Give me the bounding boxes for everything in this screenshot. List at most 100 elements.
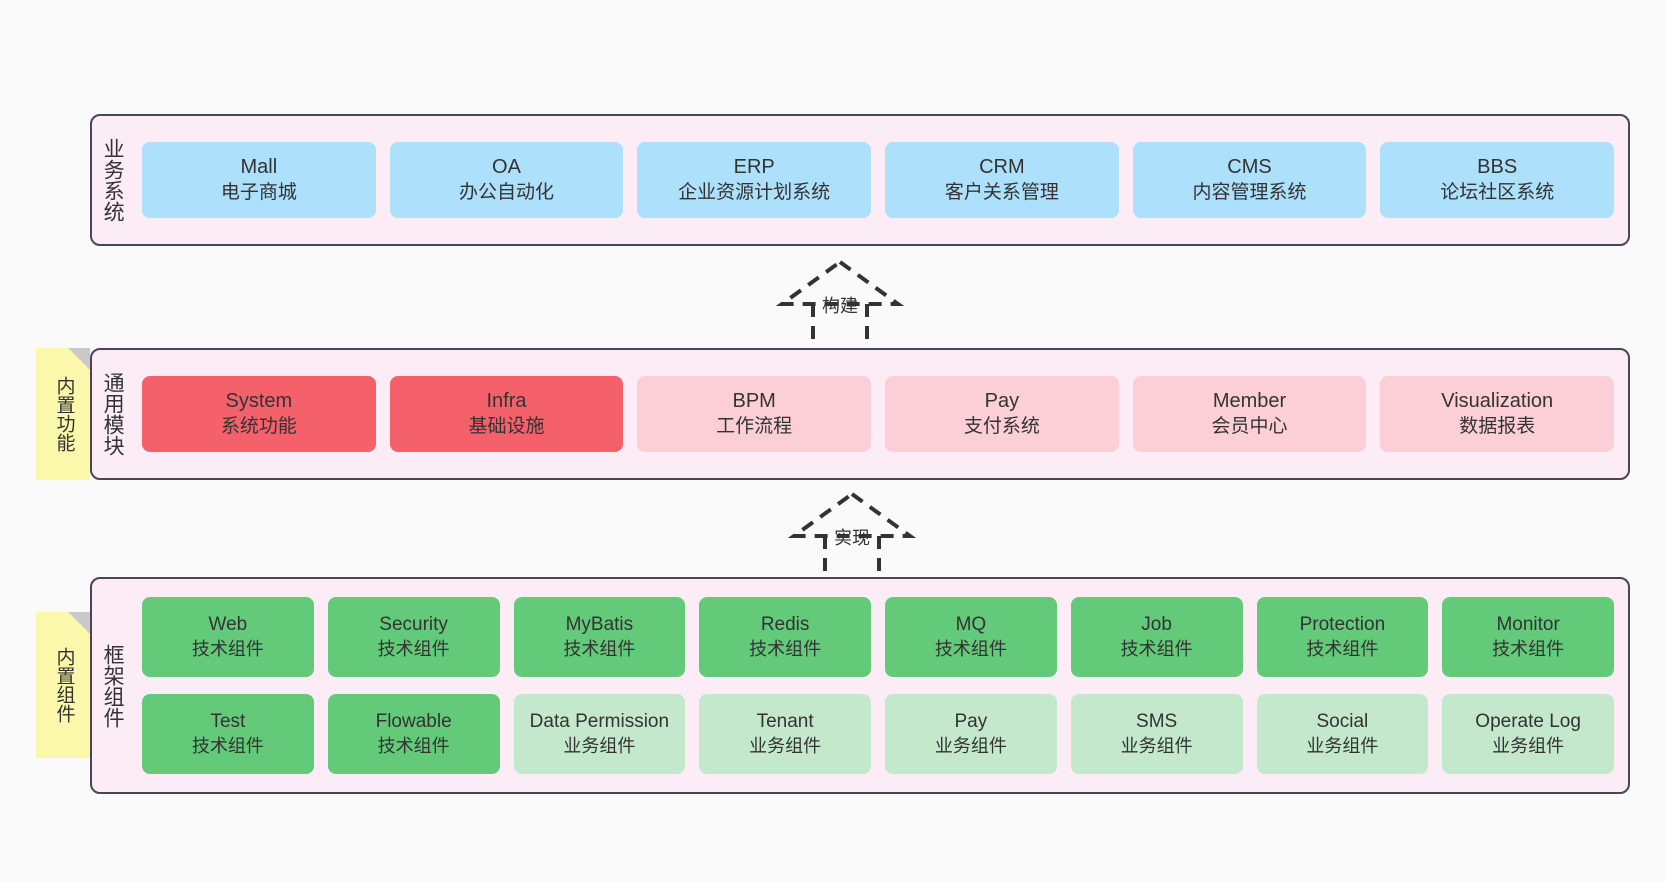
card-bbs-en: BBS	[1477, 156, 1518, 179]
card-redis-cn: 技术组件	[749, 638, 822, 659]
layer-title-framework-component: 框架组件	[101, 643, 125, 728]
card-infra-cn: 基础设施	[468, 415, 545, 437]
card-web-en: Web	[208, 614, 248, 636]
card-security-cn: 技术组件	[377, 638, 450, 659]
layer-title-business-system: 业务系统	[101, 138, 125, 222]
card-sms-cn: 业务组件	[1120, 735, 1193, 756]
card-member-cn: 会员中心	[1211, 415, 1288, 437]
card-tenant-en: Tenant	[756, 711, 814, 733]
card-erp[interactable]: ERP 企业资源计划系统	[637, 142, 872, 218]
card-mybatis-cn: 技术组件	[563, 638, 636, 659]
card-visualization-cn: 数据报表	[1459, 415, 1536, 437]
card-monitor[interactable]: Monitor 技术组件	[1442, 597, 1614, 677]
card-mall-en: Mall	[240, 156, 278, 179]
card-social-cn: 业务组件	[1306, 735, 1379, 756]
card-crm-cn: 客户关系管理	[944, 181, 1059, 203]
card-tenant-cn: 业务组件	[749, 735, 822, 756]
card-oa[interactable]: OA 办公自动化	[389, 142, 624, 218]
layer-body-common-module: System 系统功能 Infra 基础设施 BPM 工作流程 Pay 支付系统…	[132, 350, 1628, 478]
layer-common-module: 通用模块 System 系统功能 Infra 基础设施 BPM 工作流程 Pay…	[90, 348, 1630, 480]
card-mybatis[interactable]: MyBatis 技术组件	[513, 597, 686, 677]
card-system-en: System	[225, 390, 293, 413]
card-mall-cn: 电子商城	[220, 181, 297, 203]
card-tenant[interactable]: Tenant 业务组件	[699, 694, 871, 774]
card-pay-module[interactable]: Pay 支付系统	[885, 376, 1119, 452]
card-pay-component[interactable]: Pay 业务组件	[885, 694, 1057, 774]
card-erp-en: ERP	[733, 156, 775, 179]
card-pay-module-en: Pay	[984, 390, 1020, 413]
card-infra-en: Infra	[486, 390, 527, 413]
card-visualization[interactable]: Visualization 数据报表	[1380, 376, 1615, 452]
card-mybatis-en: MyBatis	[565, 614, 634, 636]
card-flowable-cn: 技术组件	[377, 735, 450, 756]
card-member-en: Member	[1212, 390, 1287, 413]
common-module-row: System 系统功能 Infra 基础设施 BPM 工作流程 Pay 支付系统…	[142, 376, 1615, 452]
card-cms[interactable]: CMS 内容管理系统	[1132, 142, 1367, 218]
card-monitor-en: Monitor	[1496, 614, 1560, 636]
card-test-en: Test	[210, 711, 246, 733]
arrow-head-triangle	[787, 491, 917, 538]
arrow-build: 构建	[760, 258, 920, 346]
card-infra[interactable]: Infra 基础设施	[389, 376, 624, 452]
card-sms[interactable]: SMS 业务组件	[1070, 694, 1243, 774]
card-pay-module-cn: 支付系统	[963, 415, 1040, 437]
layer-body-framework-component: Web 技术组件 Security 技术组件 MyBatis 技术组件 Redi…	[132, 579, 1628, 792]
card-data-permission-cn: 业务组件	[563, 735, 636, 756]
card-security-en: Security	[379, 614, 448, 636]
card-pay-component-en: Pay	[954, 711, 988, 733]
card-protection[interactable]: Protection 技术组件	[1256, 597, 1429, 677]
layer-title-common-module: 通用模块	[101, 372, 125, 456]
card-bpm[interactable]: BPM 工作流程	[637, 376, 872, 452]
card-social[interactable]: Social 业务组件	[1256, 694, 1429, 774]
business-system-row: Mall 电子商城 OA 办公自动化 ERP 企业资源计划系统 CRM 客户关系…	[142, 142, 1615, 218]
card-bbs-cn: 论坛社区系统	[1440, 181, 1555, 203]
card-data-permission[interactable]: Data Permission 业务组件	[513, 694, 686, 774]
card-redis[interactable]: Redis 技术组件	[699, 597, 871, 677]
layer-business-system: 业务系统 Mall 电子商城 OA 办公自动化 ERP 企业资源计划系统 CRM…	[90, 114, 1630, 246]
arrow-build-label: 构建	[822, 296, 858, 316]
arrow-implement: 实现	[772, 490, 932, 578]
arrow-head-triangle	[775, 259, 905, 306]
note-fold-icon	[68, 348, 90, 370]
card-member[interactable]: Member 会员中心	[1132, 376, 1367, 452]
card-flowable[interactable]: Flowable 技术组件	[327, 694, 500, 774]
card-crm[interactable]: CRM 客户关系管理	[885, 142, 1119, 218]
card-pay-component-cn: 业务组件	[934, 735, 1007, 756]
card-mall[interactable]: Mall 电子商城	[142, 142, 376, 218]
card-cms-cn: 内容管理系统	[1192, 181, 1307, 203]
card-mq-cn: 技术组件	[934, 638, 1007, 659]
card-operate-log-cn: 业务组件	[1492, 735, 1565, 756]
framework-tech-row: Web 技术组件 Security 技术组件 MyBatis 技术组件 Redi…	[142, 597, 1614, 677]
card-job[interactable]: Job 技术组件	[1070, 597, 1243, 677]
arrow-implement-label: 实现	[834, 528, 870, 548]
layer-framework-component: 框架组件 Web 技术组件 Security 技术组件 MyBatis 技术组件…	[90, 577, 1630, 794]
card-bbs[interactable]: BBS 论坛社区系统	[1380, 142, 1615, 218]
card-sms-en: SMS	[1136, 711, 1178, 733]
layer-body-business-system: Mall 电子商城 OA 办公自动化 ERP 企业资源计划系统 CRM 客户关系…	[132, 116, 1628, 244]
card-protection-cn: 技术组件	[1306, 638, 1379, 659]
card-mq-en: MQ	[955, 614, 987, 636]
card-bpm-cn: 工作流程	[716, 415, 793, 437]
card-test-cn: 技术组件	[191, 735, 264, 756]
card-oa-en: OA	[492, 156, 521, 179]
card-job-cn: 技术组件	[1120, 638, 1193, 659]
card-redis-en: Redis	[760, 614, 810, 636]
card-job-en: Job	[1141, 614, 1172, 636]
card-web-cn: 技术组件	[191, 638, 264, 659]
card-cms-en: CMS	[1227, 156, 1272, 179]
card-web[interactable]: Web 技术组件	[142, 597, 314, 677]
card-system[interactable]: System 系统功能	[142, 376, 376, 452]
card-mq[interactable]: MQ 技术组件	[885, 597, 1057, 677]
card-operate-log[interactable]: Operate Log 业务组件	[1442, 694, 1614, 774]
card-oa-cn: 办公自动化	[459, 181, 555, 203]
arrow-stem	[823, 536, 881, 578]
card-bpm-en: BPM	[732, 390, 776, 413]
card-test[interactable]: Test 技术组件	[142, 694, 314, 774]
card-social-en: Social	[1316, 711, 1369, 733]
card-protection-en: Protection	[1299, 614, 1386, 636]
card-security[interactable]: Security 技术组件	[327, 597, 500, 677]
card-monitor-cn: 技术组件	[1492, 638, 1565, 659]
note-builtin-features: 内置功能	[36, 348, 90, 480]
note-fold-icon	[68, 612, 90, 634]
card-operate-log-en: Operate Log	[1475, 711, 1581, 733]
